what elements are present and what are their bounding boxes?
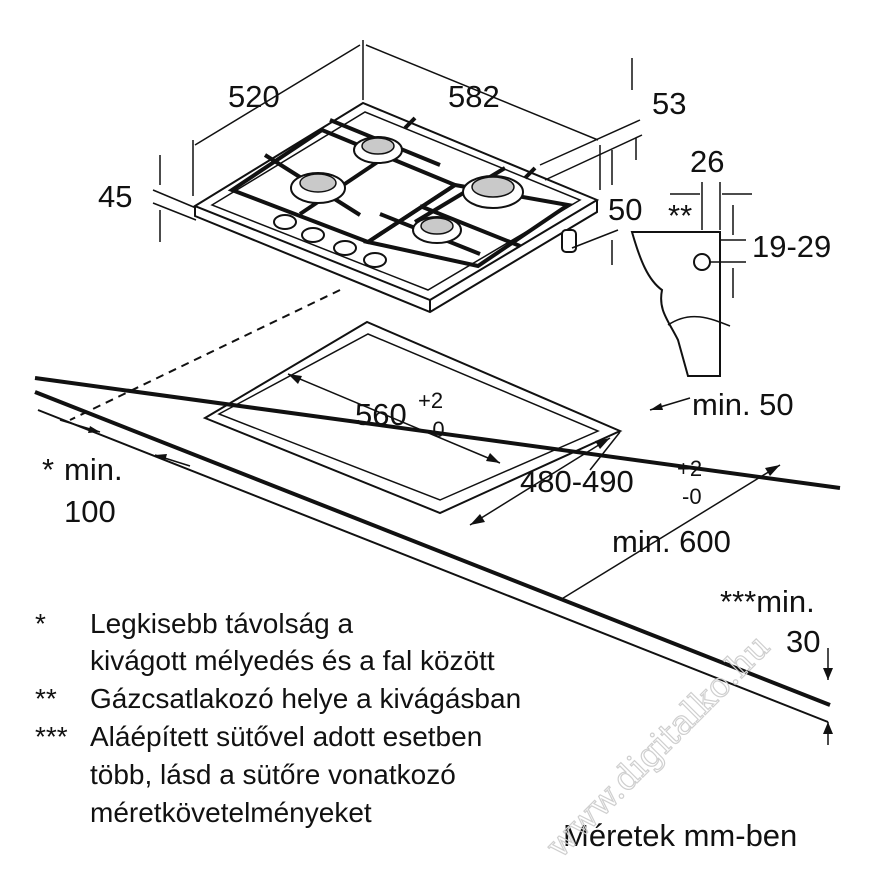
- burner-rear-right: [462, 175, 524, 209]
- worktop-front-edge-top: [34, 390, 831, 707]
- dim-connector-marker: **: [668, 198, 692, 233]
- dim-cutout-width-tol-minus: -0: [425, 417, 445, 442]
- note-1-marker: *: [35, 608, 46, 639]
- dim-min-front: min. 600: [612, 524, 731, 559]
- dim-side-height: 50: [608, 192, 642, 227]
- control-knobs: [273, 214, 387, 268]
- dim-connector-height: 19-29: [752, 229, 831, 264]
- dim-min-thickness-value: 30: [786, 624, 820, 659]
- worktop-back-edge: [34, 376, 841, 490]
- units-caption: Méretek mm-ben: [563, 818, 797, 853]
- note-3-line-1: Aláépített sütővel adott esetben: [90, 721, 482, 752]
- dim-cutout-width-tol-plus: +2: [418, 388, 443, 413]
- dim-depth: 520: [228, 79, 280, 114]
- dim-cutout-depth: 480-490: [520, 464, 634, 499]
- dim-min-wall-label: min.: [64, 452, 123, 487]
- note-1-line-2: kivágott mélyedés és a fal között: [90, 645, 495, 676]
- side-profile-detail: [630, 182, 752, 377]
- hob-dimension-lines: [152, 40, 643, 265]
- note-2-line-1: Gázcsatlakozó helye a kivágásban: [90, 683, 521, 714]
- note-2-marker: **: [35, 683, 57, 714]
- note-3-line-2: több, lásd a sütőre vonatkozó: [90, 759, 456, 790]
- hob-top-plate: [192, 101, 600, 302]
- dim-cutout-depth-tol-plus: +2: [677, 456, 702, 481]
- dim-min-thickness-label: ***min.: [720, 584, 815, 619]
- dim-min-wall-marker: *: [42, 452, 54, 487]
- dim-cutout-width: 560: [355, 397, 407, 432]
- worktop-drawing: [34, 289, 841, 723]
- burner-front-right: [412, 216, 462, 244]
- burner-rear-left: [353, 136, 403, 164]
- burners: [290, 136, 524, 244]
- gas-connector-stub: [561, 229, 577, 253]
- burner-front-left: [290, 172, 346, 204]
- dim-width: 582: [448, 79, 500, 114]
- note-1-line-1: Legkisebb távolság a: [90, 608, 354, 639]
- hob-drawing: [192, 101, 600, 314]
- dim-cutout-depth-tol-minus: -0: [682, 484, 702, 509]
- note-3-line-3: méretkövetelményeket: [90, 797, 372, 828]
- dim-height-right: 53: [652, 86, 686, 121]
- dim-min-wall-value: 100: [64, 494, 116, 529]
- dim-height-left: 45: [98, 179, 132, 214]
- dim-connector-offset: 26: [690, 144, 724, 179]
- note-3-marker: ***: [35, 721, 68, 752]
- cutout-dimension-lines: [59, 373, 833, 745]
- cutout-inner: [217, 333, 600, 501]
- worktop-front-edge-bottom: [37, 409, 829, 723]
- footnotes: * Legkisebb távolság a kivágott mélyedés…: [35, 608, 521, 828]
- dim-min-back: min. 50: [692, 387, 794, 422]
- cutout-outer: [202, 320, 623, 515]
